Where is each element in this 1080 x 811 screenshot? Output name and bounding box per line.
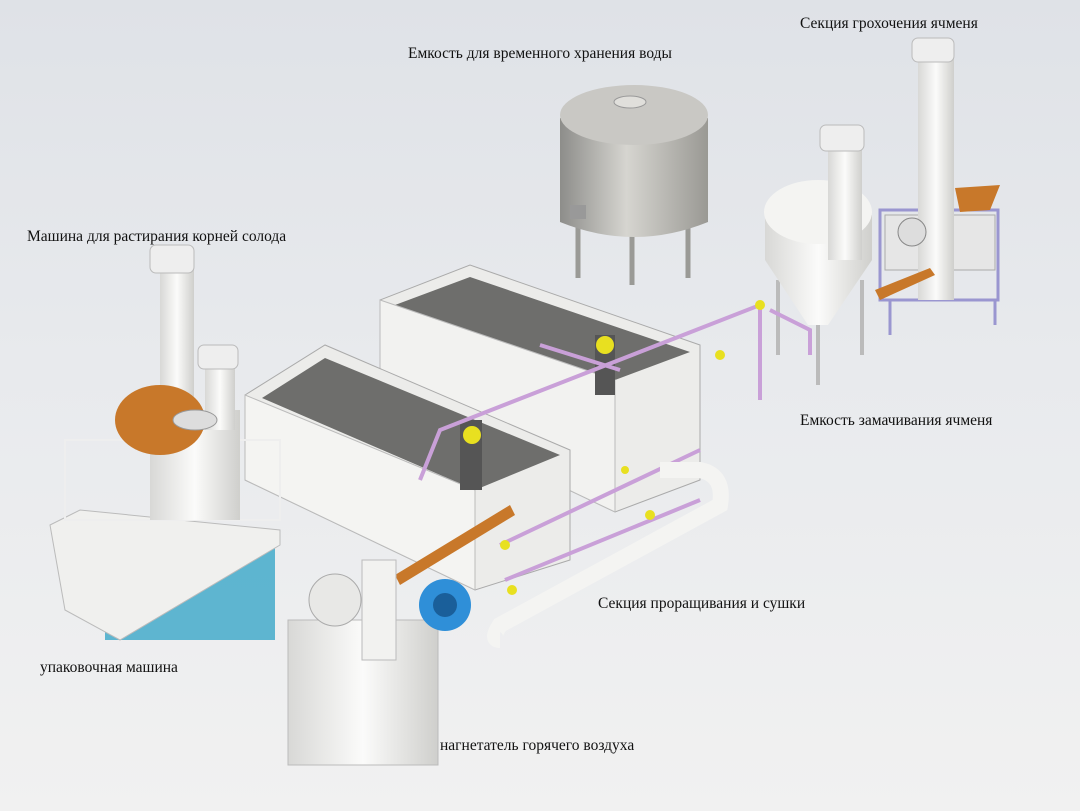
hot-air-blower [287, 559, 471, 766]
packaging-machine [49, 244, 281, 641]
water-storage-tank [560, 85, 708, 285]
label-barley-soaking-tank: Емкость замачивания ячменя [800, 412, 993, 429]
label-malt-root-grinder: Машина для растирания корней солода [27, 228, 287, 245]
orange-conveyor [395, 505, 515, 585]
label-germination-drying-section: Секция проращивания и сушки [598, 595, 806, 612]
label-water-storage-tank: Емкость для временного хранения воды [408, 45, 672, 62]
label-hot-air-blower: нагнетатель горячего воздуха [440, 737, 635, 754]
label-packaging-machine: упаковочная машина [40, 659, 178, 676]
white-air-duct [487, 462, 729, 648]
barley-screening-section [819, 37, 1000, 335]
label-barley-screening-section: Секция грохочения ячменя [800, 15, 978, 32]
yellow-fittings [500, 300, 765, 595]
